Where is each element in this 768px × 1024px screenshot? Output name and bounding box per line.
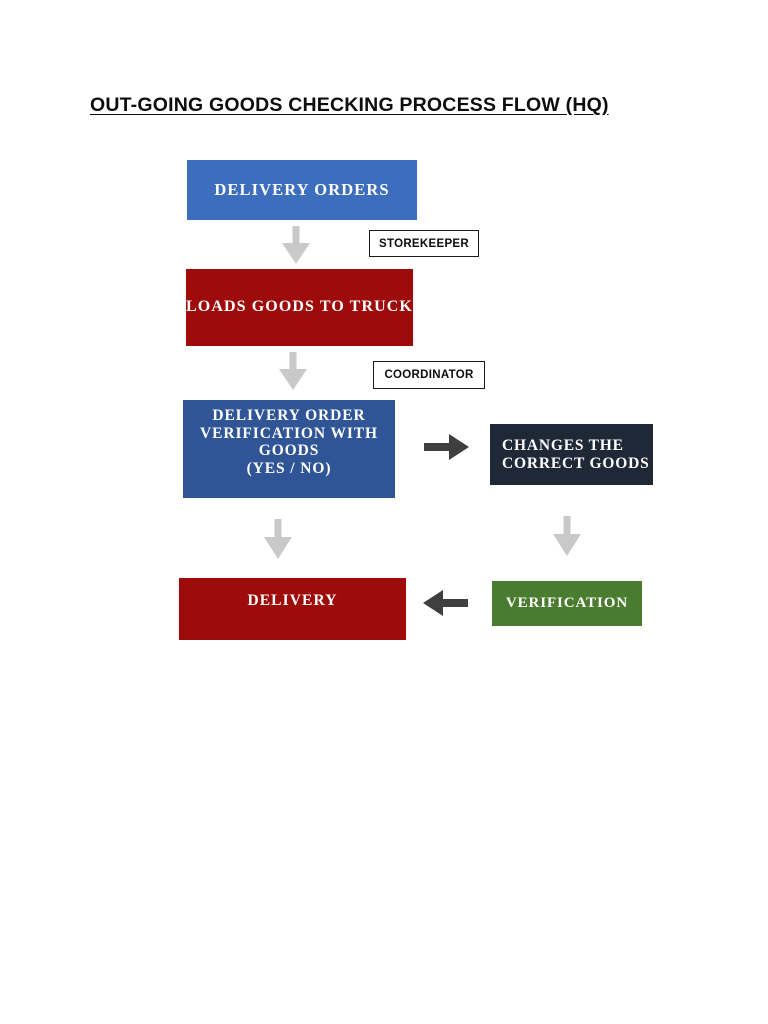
arrow-down-loads-goods-to-verification xyxy=(278,352,308,392)
arrow-down-delivery-orders-to-loads-goods xyxy=(281,226,311,266)
node-delivery[interactable]: DELIVERY xyxy=(179,578,406,640)
arrow-right-verification-to-changes-goods xyxy=(424,432,470,462)
page-title: OUT-GOING GOODS CHECKING PROCESS FLOW (H… xyxy=(90,94,609,116)
node-changes-the-correct-goods-line2: CORRECT GOODS xyxy=(502,454,650,472)
node-changes-the-correct-goods[interactable]: CHANGES THE CORRECT GOODS xyxy=(490,424,653,485)
arrow-down-verification-to-delivery xyxy=(263,519,293,561)
arrow-left-verification-green-to-delivery xyxy=(422,588,468,618)
role-label-storekeeper-text: STOREKEEPER xyxy=(379,237,469,250)
role-label-coordinator-text: COORDINATOR xyxy=(384,369,474,381)
node-changes-the-correct-goods-line1: CHANGES THE xyxy=(502,437,624,454)
node-delivery-orders[interactable]: DELIVERY ORDERS xyxy=(187,160,417,220)
node-delivery-order-verification-line2: VERIFICATION WITH xyxy=(200,424,378,442)
node-verification[interactable]: VERIFICATION xyxy=(492,581,642,626)
node-loads-goods-to-truck[interactable]: LOADS GOODS TO TRUCK xyxy=(186,269,413,346)
node-delivery-order-verification-line4: (YES / NO) xyxy=(246,459,332,477)
node-delivery-order-verification[interactable]: DELIVERY ORDER VERIFICATION WITH GOODS (… xyxy=(183,400,395,498)
arrow-down-changes-goods-to-verification xyxy=(552,516,582,558)
role-label-coordinator[interactable]: COORDINATOR xyxy=(373,361,485,389)
node-verification-label: VERIFICATION xyxy=(505,595,629,612)
node-delivery-order-verification-line3: GOODS xyxy=(258,442,320,459)
role-label-storekeeper[interactable]: STOREKEEPER xyxy=(369,230,479,257)
node-delivery-order-verification-line1: DELIVERY ORDER xyxy=(212,407,366,424)
node-delivery-label: DELIVERY xyxy=(247,592,338,609)
node-delivery-orders-label: DELIVERY ORDERS xyxy=(214,179,390,199)
node-loads-goods-to-truck-label: LOADS GOODS TO TRUCK xyxy=(186,298,413,315)
